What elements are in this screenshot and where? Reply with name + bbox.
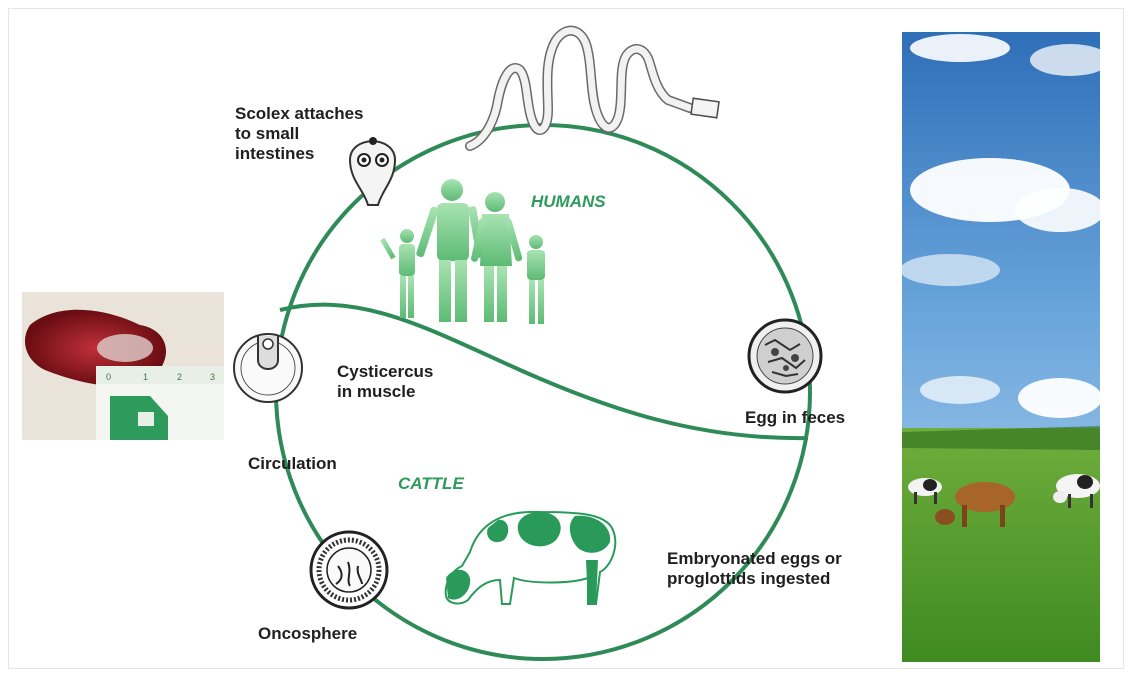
cysticercus-label: Cysticercus in muscle bbox=[337, 362, 467, 402]
cysticercus-illustration bbox=[234, 334, 302, 402]
cow-illustration bbox=[446, 512, 616, 604]
ruler-tick-2: 2 bbox=[177, 372, 182, 382]
embryonated-label-line-1: Embryonated eggs or bbox=[667, 549, 887, 569]
oncosphere-illustration bbox=[311, 532, 387, 608]
cysticercus-label-line-2: in muscle bbox=[337, 382, 467, 402]
scolex-label: Scolex attaches to small intestines bbox=[235, 104, 405, 164]
embryonated-label-line-2: proglottids ingested bbox=[667, 569, 887, 589]
ruler-tick-0: 0 bbox=[106, 372, 111, 382]
cattle-host-label: CATTLE bbox=[398, 474, 464, 494]
pasture-photo bbox=[900, 32, 1110, 662]
human-family-figures bbox=[380, 179, 545, 324]
egg-in-feces-label: Egg in feces bbox=[745, 408, 845, 428]
ruler-tick-3: 3 bbox=[210, 372, 215, 382]
scolex-label-line-2: to small bbox=[235, 124, 405, 144]
humans-host-label: HUMANS bbox=[531, 192, 606, 212]
egg-illustration bbox=[749, 320, 821, 392]
scolex-label-line-1: Scolex attaches bbox=[235, 104, 405, 124]
cysticercus-label-line-1: Cysticercus bbox=[337, 362, 467, 382]
embryonated-eggs-label: Embryonated eggs or proglottids ingested bbox=[667, 549, 887, 589]
scolex-label-line-3: intestines bbox=[235, 144, 405, 164]
ruler-tick-1: 1 bbox=[143, 372, 148, 382]
oncosphere-label: Oncosphere bbox=[258, 624, 357, 644]
circulation-label: Circulation bbox=[248, 454, 337, 474]
meat-photo bbox=[22, 292, 224, 440]
